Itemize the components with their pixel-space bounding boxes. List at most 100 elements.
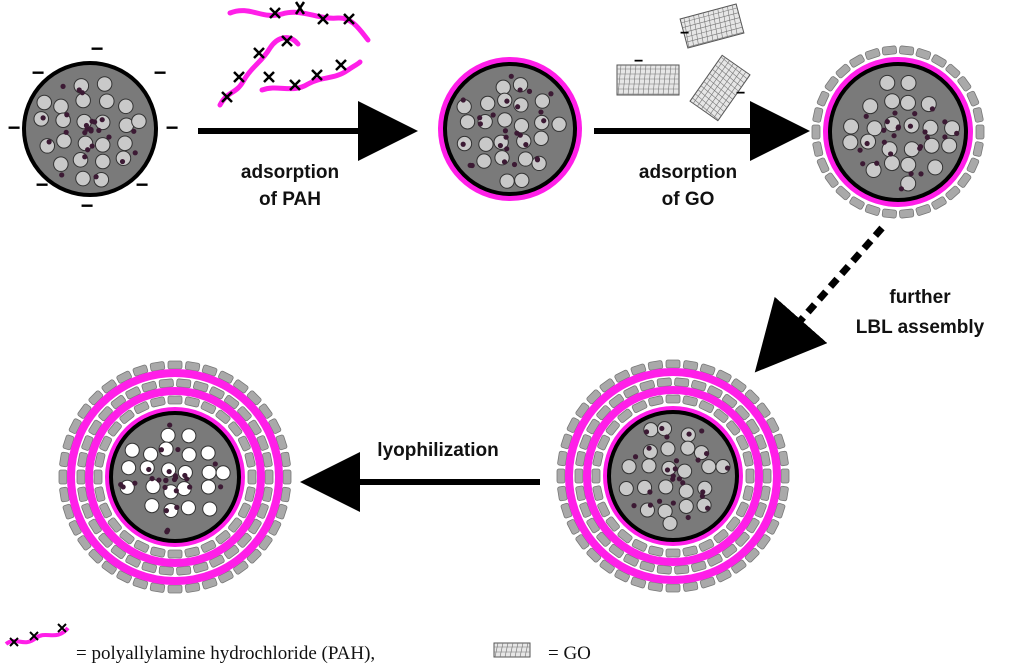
dot — [132, 150, 138, 156]
dot — [175, 446, 181, 453]
go-flake — [201, 577, 218, 590]
go-flake — [736, 501, 749, 518]
dot — [672, 466, 678, 472]
go-flake — [107, 421, 122, 437]
dot — [163, 508, 170, 514]
go-flake — [744, 389, 760, 405]
minus-icon: − — [136, 172, 149, 197]
dot — [534, 156, 540, 162]
go-flake — [557, 485, 568, 502]
dot — [508, 73, 514, 79]
go-layer — [574, 377, 772, 575]
go-flake — [597, 434, 610, 451]
go-sheet-icon — [616, 64, 680, 96]
go-layer — [811, 45, 985, 219]
go-flake — [630, 576, 647, 589]
go-flake — [244, 486, 256, 502]
go-flake — [262, 486, 273, 502]
pore — [843, 118, 860, 135]
dot — [857, 147, 863, 153]
go-flake — [898, 208, 915, 219]
dot — [82, 154, 88, 160]
go-flake — [215, 530, 231, 545]
dot — [647, 489, 653, 495]
go-flake — [215, 409, 231, 424]
pore — [94, 137, 111, 153]
dot — [922, 129, 928, 135]
go-flake — [835, 63, 851, 79]
arrow-further-lbl — [754, 225, 885, 373]
dot — [514, 130, 520, 136]
pore — [658, 479, 674, 495]
particle-core — [22, 61, 158, 197]
dot — [96, 127, 102, 133]
dot — [863, 113, 869, 119]
dot — [85, 147, 91, 153]
go-flake — [778, 485, 789, 502]
go-flake — [898, 45, 915, 56]
step2-label-line2: of GO — [662, 189, 715, 210]
go-flake — [756, 534, 771, 550]
dot — [526, 88, 533, 94]
particle-core — [443, 62, 577, 196]
go-flake — [141, 561, 158, 574]
go-flake — [176, 565, 192, 576]
pore — [533, 130, 549, 146]
dot — [680, 480, 686, 486]
dot — [664, 467, 671, 473]
go-flake — [158, 565, 174, 576]
dot — [912, 111, 918, 117]
pore — [551, 116, 567, 132]
pah-legend-icon — [4, 623, 70, 647]
go-flake — [736, 434, 749, 451]
dot — [184, 476, 190, 482]
go-flake — [957, 76, 972, 92]
go-flake — [631, 539, 648, 552]
pore — [923, 137, 940, 154]
dot — [64, 112, 70, 118]
dot — [924, 134, 930, 140]
pore — [927, 159, 944, 176]
go-layer — [93, 395, 257, 559]
pah-chain — [217, 35, 301, 108]
go-flake — [98, 532, 113, 548]
dot — [673, 458, 680, 464]
dot — [700, 489, 706, 495]
pore — [621, 459, 637, 475]
go-flake — [176, 378, 192, 389]
multilayer-particle — [556, 359, 790, 593]
pah-layer — [583, 386, 763, 566]
go-flake — [247, 469, 257, 485]
go-flake — [639, 379, 656, 392]
go-flake — [596, 531, 611, 547]
go-flake — [690, 560, 707, 573]
dot — [898, 186, 905, 192]
pah-layer — [85, 387, 265, 567]
dot — [131, 128, 137, 134]
go-flake — [167, 360, 183, 370]
go-flake — [812, 141, 824, 157]
dot — [59, 172, 65, 178]
dot — [659, 425, 665, 432]
pore — [459, 114, 476, 130]
go-flake — [713, 408, 729, 423]
dot — [146, 466, 152, 473]
go-flake — [773, 433, 786, 450]
pore — [903, 141, 920, 158]
dot — [40, 115, 46, 121]
pore — [215, 465, 231, 481]
dot — [523, 142, 529, 148]
go-flake — [881, 45, 898, 56]
go-flake — [275, 503, 288, 520]
go-flake — [824, 172, 839, 188]
pore — [662, 515, 678, 531]
go-flake — [200, 540, 217, 553]
go-flake — [167, 584, 183, 594]
dot — [218, 484, 224, 490]
go-flake — [631, 400, 648, 413]
go-flake — [133, 401, 150, 414]
go-flake — [656, 377, 672, 388]
go-flake — [617, 408, 633, 423]
dot — [166, 468, 172, 475]
dot — [942, 134, 948, 140]
